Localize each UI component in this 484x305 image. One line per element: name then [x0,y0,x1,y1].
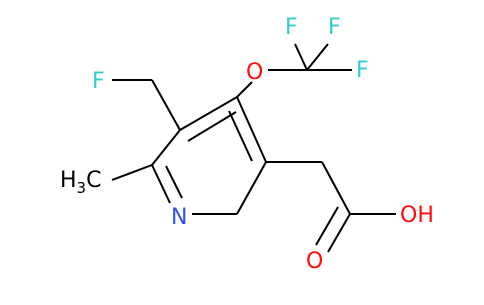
atom-fluoromethyl-f: F [92,69,105,94]
atom-ether-o: O [246,60,263,85]
atom-cf3-f-top-right: F [328,15,341,40]
bond-c3-c4-inner [187,111,237,142]
bond-c4-c5 [236,96,267,163]
bond-ch2-cooh [321,161,351,215]
bond-c3-c4 [179,96,238,131]
atom-methyl: H3C [60,168,101,197]
bond-c2-ch3 [111,164,153,181]
atom-acid-o: O [306,249,323,274]
bond-cooh-o [327,213,351,253]
bond-c4-o [236,81,253,98]
bond-cf3-f2 [306,43,329,71]
atom-cf3-f-right: F [356,58,369,83]
bond-cooh-o-inner [315,206,339,246]
bond-c2-c3 [151,129,181,166]
bond-c3-ch2 [151,79,181,131]
bond-cf3-f1 [294,43,308,71]
bond-n-c2 [151,164,171,204]
bond-c5-c6 [236,161,267,215]
bond-n-c2-inner [165,165,183,199]
bond-c4-c5-inner [228,110,253,162]
atom-ring-n: N [171,205,187,230]
atom-acid-oh: OH [400,203,434,228]
atom-cf3-f-top-left: F [285,15,298,40]
